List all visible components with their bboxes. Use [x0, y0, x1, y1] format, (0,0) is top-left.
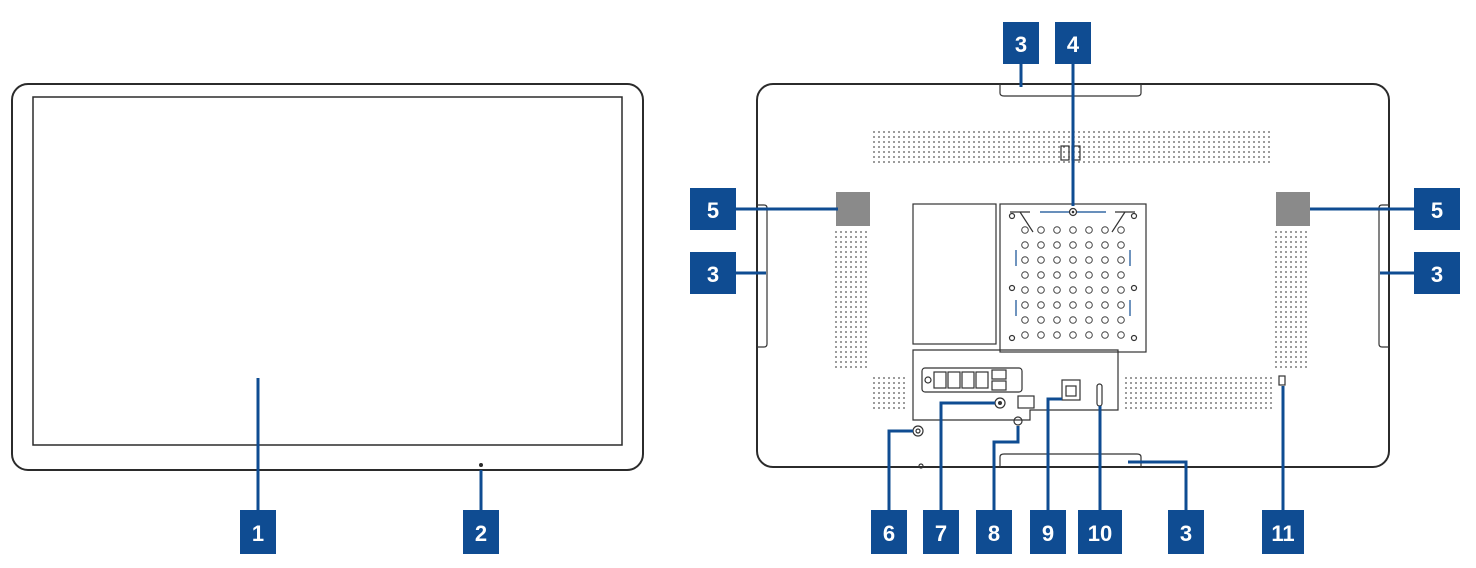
svg-text:5: 5: [707, 198, 719, 223]
left-speaker-grille: [836, 192, 870, 226]
right-side-cutout: [1378, 204, 1389, 348]
callout-8: 8: [976, 510, 1012, 554]
svg-text:4: 4: [1067, 32, 1080, 57]
callout-6: 6: [871, 510, 907, 554]
bottom-cutout: [999, 453, 1142, 467]
front-screen: [32, 96, 623, 446]
svg-text:3: 3: [1015, 32, 1027, 57]
svg-text:11: 11: [1271, 521, 1294, 546]
svg-text:3: 3: [1180, 521, 1192, 546]
callout-2: 2: [463, 510, 499, 554]
vent-grilles: [835, 131, 1307, 409]
callout-9: 9: [1030, 510, 1066, 554]
svg-text:3: 3: [707, 262, 719, 287]
storage-cover: [912, 203, 997, 345]
callout-3-left: 3: [690, 252, 736, 294]
io-panel: [912, 349, 1119, 426]
callout-3-top: 3: [1003, 22, 1039, 64]
callout-3-right: 3: [1414, 252, 1460, 294]
svg-text:7: 7: [935, 521, 947, 546]
callout-5-left: 5: [690, 188, 736, 230]
left-side-cutout: [757, 204, 768, 348]
svg-text:5: 5: [1431, 198, 1443, 223]
top-cutout: [999, 84, 1142, 97]
usb-port: [1017, 395, 1035, 409]
rear-view: [736, 63, 1415, 513]
callout-1: 1: [240, 510, 276, 554]
svg-text:3: 3: [1431, 262, 1443, 287]
vesa-mount-plate: [999, 203, 1147, 353]
svg-text:8: 8: [988, 521, 1000, 546]
svg-text:9: 9: [1042, 521, 1054, 546]
svg-text:10: 10: [1088, 521, 1112, 546]
right-speaker-grille: [1276, 192, 1310, 226]
callout-11: 11: [1262, 510, 1304, 554]
callout-5-right: 5: [1414, 188, 1460, 230]
callout-7: 7: [923, 510, 959, 554]
security-lock-slot: [1278, 375, 1286, 386]
front-led: [479, 463, 483, 467]
svg-text:2: 2: [475, 521, 487, 546]
svg-text:6: 6: [883, 521, 895, 546]
callout-3-bottom: 3: [1168, 510, 1204, 554]
ethernet-port: [1061, 379, 1081, 401]
front-view: [11, 83, 644, 513]
callout-10: 10: [1078, 510, 1122, 554]
svg-text:1: 1: [252, 521, 264, 546]
callout-4: 4: [1055, 22, 1091, 64]
